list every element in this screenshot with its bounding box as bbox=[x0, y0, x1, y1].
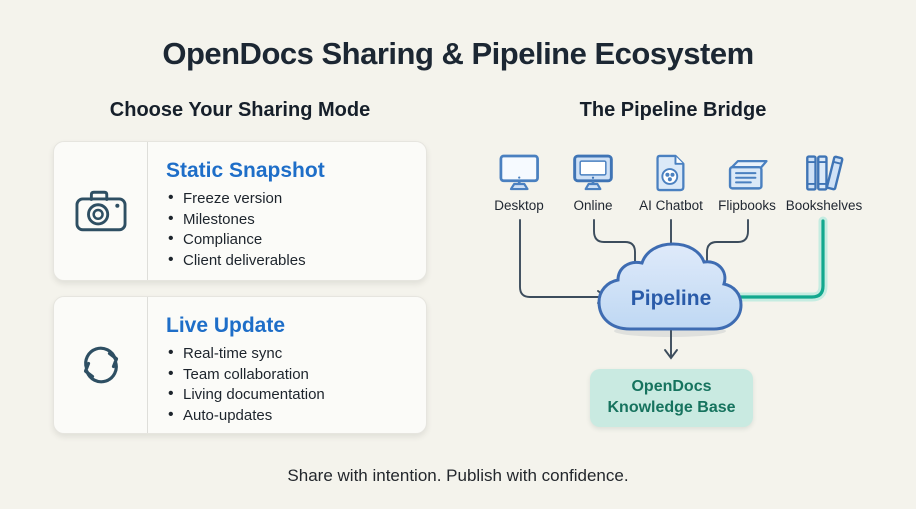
live-update-card: Live Update Real-time sync Team collabor… bbox=[53, 296, 427, 434]
source-label: AI Chatbot bbox=[639, 198, 703, 213]
source-online: Online bbox=[571, 152, 615, 213]
source-label: Bookshelves bbox=[785, 198, 863, 213]
source-ai-chatbot: AI Chatbot bbox=[639, 152, 703, 213]
card-title-static-snapshot: Static Snapshot bbox=[166, 159, 325, 182]
page-title: OpenDocs Sharing & Pipeline Ecosystem bbox=[162, 36, 754, 71]
online-icon bbox=[571, 152, 615, 194]
static-snapshot-card: Static Snapshot Freeze version Milestone… bbox=[53, 141, 427, 281]
left-section-heading: Choose Your Sharing Mode bbox=[109, 99, 371, 121]
camera-icon bbox=[54, 142, 148, 280]
desktop-icon bbox=[497, 152, 541, 194]
cloud-shadow bbox=[614, 325, 726, 337]
right-section-heading: The Pipeline Bridge bbox=[579, 99, 767, 121]
source-bookshelves: Bookshelves bbox=[785, 152, 863, 213]
tagline: Share with intention. Publish with confi… bbox=[287, 466, 629, 485]
ai-chatbot-icon bbox=[653, 152, 689, 194]
sync-icon bbox=[54, 297, 148, 433]
source-flipbooks: Flipbooks bbox=[718, 152, 776, 213]
bullet-item: Real-time sync bbox=[166, 343, 325, 365]
green-connector-line bbox=[735, 216, 828, 302]
pipeline-cloud-label: Pipeline bbox=[631, 287, 712, 310]
bullet-item: Compliance bbox=[166, 229, 325, 251]
source-desktop: Desktop bbox=[494, 152, 544, 213]
bullet-item: Client deliverables bbox=[166, 250, 325, 272]
card-title-live-update: Live Update bbox=[166, 314, 286, 337]
pipeline-cloud: Pipeline bbox=[597, 242, 743, 331]
flipbooks-icon bbox=[723, 152, 771, 194]
source-label: Online bbox=[573, 198, 613, 213]
knowledge-base-box: OpenDocs Knowledge Base bbox=[590, 369, 753, 427]
bookshelves-icon bbox=[801, 152, 847, 194]
source-label: Desktop bbox=[494, 198, 544, 213]
cloud-to-kb-arrow bbox=[664, 330, 678, 360]
bullet-item: Freeze version bbox=[166, 188, 325, 210]
knowledge-base-line2: Knowledge Base bbox=[607, 399, 736, 416]
bullet-item: Milestones bbox=[166, 209, 325, 231]
knowledge-base-line1: OpenDocs bbox=[631, 378, 712, 396]
bullet-item: Living documentation bbox=[166, 384, 325, 406]
live-update-bullets: Real-time sync Team collaboration Living… bbox=[166, 343, 325, 427]
source-label: Flipbooks bbox=[718, 198, 776, 213]
bullet-item: Team collaboration bbox=[166, 364, 325, 386]
bullet-item: Auto-updates bbox=[166, 405, 325, 427]
static-snapshot-bullets: Freeze version Milestones Compliance Cli… bbox=[166, 188, 325, 272]
dark-connector-lines bbox=[519, 219, 749, 304]
